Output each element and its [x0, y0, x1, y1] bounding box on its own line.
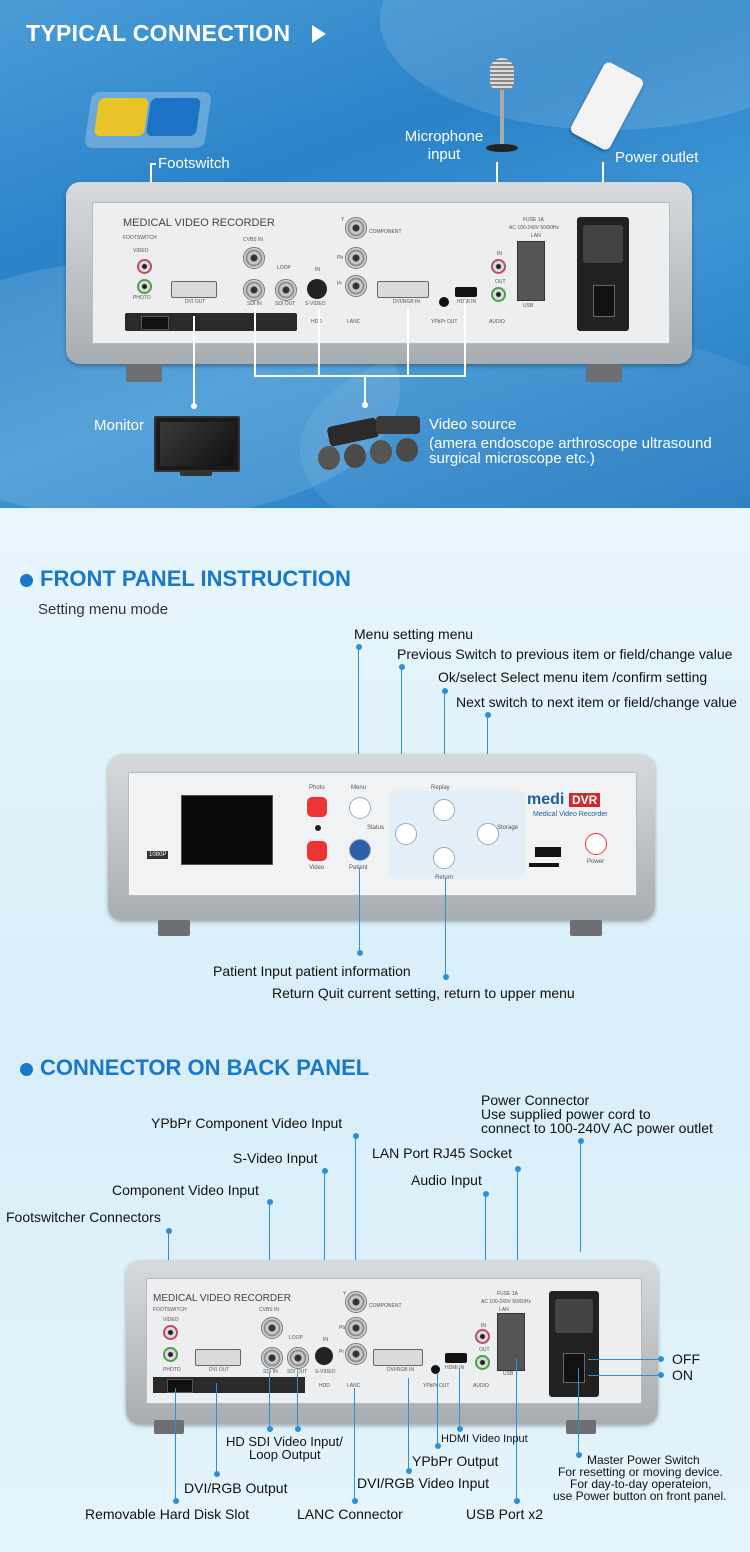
master-switch-callout-1: Master Power Switch: [587, 1453, 700, 1467]
footswitch-image: [84, 92, 212, 148]
power-button[interactable]: [585, 833, 607, 855]
monitor-image: [154, 416, 240, 472]
section-title: TYPICAL CONNECTION: [26, 20, 291, 46]
camera-couplers-image: [318, 438, 428, 472]
power-connector-callout-2: Use supplied power cord to: [481, 1106, 651, 1122]
photo-button[interactable]: [307, 797, 327, 817]
front-panel-subtitle: Setting menu mode: [38, 601, 169, 618]
microphone-label: Microphone input: [404, 128, 484, 163]
previous-callout: Previous Switch to previous item or fiel…: [397, 646, 733, 662]
video-source-label: Video source: [429, 416, 517, 433]
front-panel-title: FRONT PANEL INSTRUCTION: [40, 566, 351, 591]
nav-pad: [389, 791, 525, 877]
footswitch-label: Footswitch: [158, 155, 230, 172]
menu-button[interactable]: [349, 797, 371, 819]
bullet-icon: [20, 1063, 33, 1076]
component-input-callout: Component Video Input: [112, 1182, 259, 1198]
dvi-input-callout: DVI/RGB Video Input: [357, 1475, 490, 1491]
typical-connection-section: TYPICAL CONNECTION Footswitch Microphone…: [0, 0, 750, 508]
return-button[interactable]: [433, 847, 455, 869]
lanc-callout: LANC Connector: [297, 1506, 403, 1522]
hdd-slot: [125, 313, 297, 331]
hdd-slot-callout: Removable Hard Disk Slot: [85, 1506, 250, 1522]
return-callout: Return Quit current setting, return to u…: [272, 985, 575, 1001]
master-switch-callout-3: For day-to-day operateion,: [570, 1477, 712, 1491]
video-source-description: (amera endoscope arthroscope ultrasound …: [429, 435, 712, 467]
next-button[interactable]: [477, 823, 499, 845]
bullet-icon: [20, 574, 33, 587]
lcd-screen: [181, 795, 273, 865]
dvi-output-callout: DVI/RGB Output: [184, 1480, 288, 1496]
master-switch-callout-4: use Power button on front panel.: [553, 1489, 727, 1503]
svideo-input-callout: S-Video Input: [233, 1150, 318, 1166]
previous-button[interactable]: [395, 823, 417, 845]
microphone-image: [490, 58, 514, 90]
power-connector-callout-1: Power Connector: [481, 1092, 590, 1108]
next-callout: Next switch to next item or field/change…: [456, 694, 737, 710]
usb-port-callout: USB Port x2: [466, 1506, 544, 1522]
patient-callout: Patient Input patient information: [213, 963, 411, 979]
power-outlet-label: Power outlet: [615, 149, 699, 166]
device-back-detail-image: MEDICAL VIDEO RECORDER FOOTSWITCH VIDEO …: [126, 1260, 658, 1424]
hdsdi-callout-1: HD SDI Video Input/: [226, 1434, 343, 1449]
monitor-label: Monitor: [94, 417, 145, 434]
master-switch-callout-2: For resetting or moving device.: [558, 1465, 723, 1479]
lan-port-callout: LAN Port RJ45 Socket: [372, 1145, 513, 1161]
off-label: OFF: [672, 1351, 700, 1367]
ypbpr-output-callout: YPbPr Output: [412, 1453, 499, 1469]
play-arrow-icon: [312, 25, 326, 43]
back-panel-title: CONNECTOR ON BACK PANEL: [40, 1055, 370, 1080]
power-connector-callout-3: connect to 100-240V AC power outlet: [481, 1120, 713, 1136]
camera-heads-image: [326, 410, 424, 447]
menu-callout: Menu setting menu: [354, 626, 474, 642]
patient-button[interactable]: [349, 839, 371, 861]
back-panel-section: CONNECTOR ON BACK PANEL YPbPr Component …: [0, 1028, 750, 1552]
ok-callout: Ok/select Select menu item /confirm sett…: [438, 669, 708, 685]
hdsdi-callout-2: Loop Output: [249, 1447, 321, 1462]
ok-button[interactable]: [433, 799, 455, 821]
brand-logo: medi: [527, 791, 565, 808]
usb-port: [535, 847, 561, 857]
footswitcher-callout: Footswitcher Connectors: [6, 1209, 161, 1225]
hdmi-input-callout: HDMI Video Input: [441, 1433, 528, 1445]
front-panel-section: FRONT PANEL INSTRUCTION Setting menu mod…: [0, 508, 750, 1028]
device-back-image: MEDICAL VIDEO RECORDER FOOTSWITCH VIDEO …: [66, 182, 692, 364]
audio-input-callout: Audio Input: [411, 1172, 482, 1188]
card-slot: [529, 863, 559, 867]
device-front-image: 1080P Photo Video Menu Patient Status Re…: [108, 754, 655, 920]
video-button[interactable]: [307, 841, 327, 861]
ypbpr-input-callout: YPbPr Component Video Input: [151, 1115, 343, 1131]
on-label: ON: [672, 1367, 693, 1383]
